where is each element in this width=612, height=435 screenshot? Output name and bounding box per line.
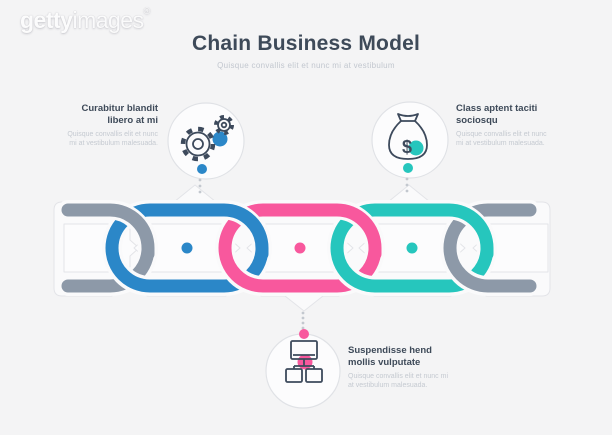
page-title: Chain Business Model [191, 32, 421, 55]
callout-bottom-title: Suspendisse hend mollis vulputate [348, 345, 432, 368]
callout-left: Curabitur blandit libero at mi Quisque c… [60, 103, 158, 148]
watermark-light-text: images [72, 7, 144, 33]
callout-right-body: Quisque convallis elit et nunc mi at ves… [456, 131, 547, 147]
bottom-callout-circle [265, 333, 341, 409]
plate-left [63, 223, 140, 273]
chain-links [58, 200, 540, 296]
callout-bottom: Suspendisse hend mollis vulputate Quisqu… [348, 345, 454, 390]
watermark-bold-text: getty [20, 7, 73, 33]
sitemap-icon [285, 340, 323, 383]
right-callout-circle [371, 101, 449, 179]
pink-plate-dot [294, 242, 306, 254]
right-connector-dot [403, 163, 413, 173]
bottom-connector [299, 311, 309, 339]
callout-left-title: Curabitur blandit libero at mi [81, 103, 158, 126]
left-connector [197, 164, 207, 194]
gears-icon [180, 115, 234, 162]
sitemap-accent-dot [297, 354, 313, 370]
registered-mark: ® [143, 6, 151, 16]
right-connector [403, 163, 413, 193]
getty-watermark: gettyimages® [20, 6, 150, 34]
money-bag-icon: $ [388, 113, 428, 160]
callout-left-body: Quisque convallis elit et nunc mi at ves… [67, 131, 158, 147]
pink-over-arc [304, 203, 382, 261]
callout-right: Class aptent taciti sociosqu Quisque con… [456, 103, 554, 148]
dollar-glyph: $ [402, 137, 412, 157]
gear-accent-dot [212, 131, 228, 147]
page-subtitle: Quisque convallis elit et nunc mi at ves… [217, 61, 395, 70]
bottom-connector-dot [299, 329, 309, 339]
blue-over-arc [191, 203, 269, 261]
callout-right-title: Class aptent taciti sociosqu [456, 103, 538, 126]
left-gray-over-arc [83, 203, 155, 261]
blue-plate-dot [181, 242, 193, 254]
callout-bottom-body: Quisque convallis elit et nunc mi at ves… [348, 373, 448, 389]
teal-over-arc [416, 203, 494, 261]
left-connector-dot [197, 164, 207, 174]
money-accent-dot [408, 140, 424, 156]
teal-plate-dot [406, 242, 418, 254]
